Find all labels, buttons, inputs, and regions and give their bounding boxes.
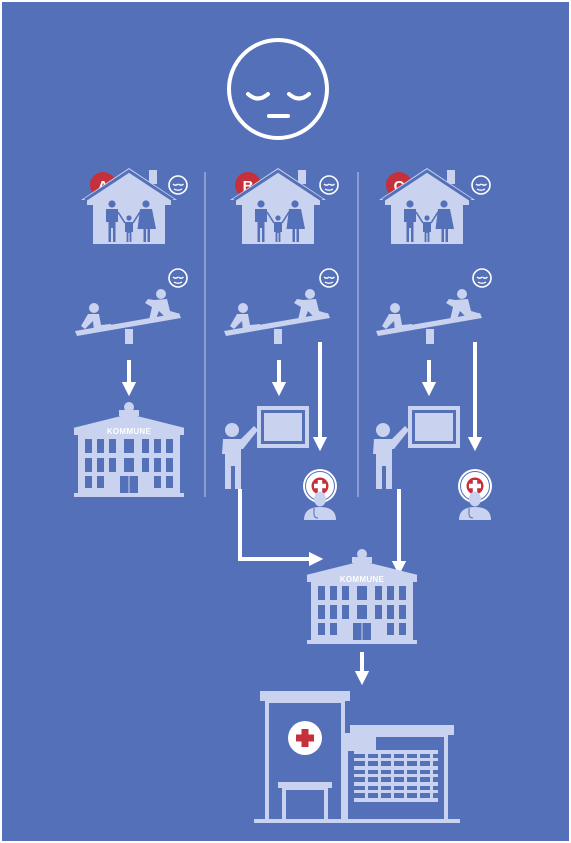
municipality-label: KOMMUNE [107,427,152,436]
scenario-label: C [394,178,405,195]
flow-arrows [121,342,483,686]
content-face-icon [472,268,492,288]
hospital-icon [254,691,460,823]
content-face-icon [319,175,339,195]
doctor-icon [457,468,493,521]
content-face-icon [471,175,491,195]
scenario-label: B [243,178,254,195]
content-face-icon [319,268,339,288]
arrow-right-icon [238,489,324,567]
sad-face-icon [227,38,329,140]
seesaw-icon [376,289,482,344]
teacher-icon [373,406,460,489]
doctor-icon [302,468,338,521]
teacher-icon [222,406,309,489]
content-face-icon [168,268,188,288]
municipality-label: KOMMUNE [340,575,385,584]
seesaw-icon [224,289,330,344]
municipality-building-icon: KOMMUNE [305,548,419,645]
seesaw-icon [75,289,181,344]
municipality-building-icon: KOMMUNE [72,401,186,498]
content-face-icon [168,175,188,195]
